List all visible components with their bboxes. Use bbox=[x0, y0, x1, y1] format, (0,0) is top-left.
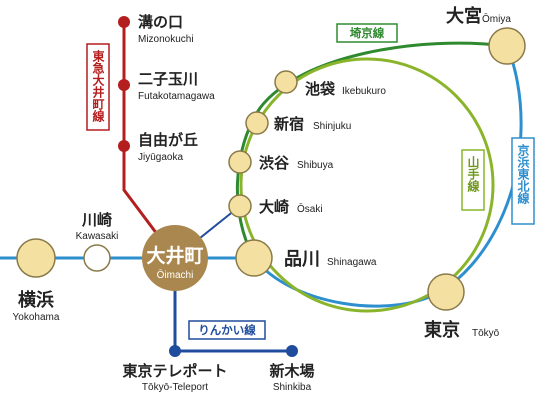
station-name-romaji: Kawasaki bbox=[76, 231, 119, 242]
station-marker bbox=[286, 345, 298, 357]
station-futakotamagawa[interactable]: 二子玉川 Futakotamagawa bbox=[118, 70, 215, 102]
rinkai-line-name: りんかい線 bbox=[198, 323, 256, 337]
station-marker bbox=[427, 273, 465, 311]
station-marker bbox=[118, 16, 130, 28]
station-name-romaji: Mizonokuchi bbox=[138, 34, 194, 45]
station-name-jp: 横浜 bbox=[18, 289, 54, 311]
station-jiyugaoka[interactable]: 自由が丘 Jiyūgaoka bbox=[118, 131, 198, 163]
saikyo-line-label: 埼京線 bbox=[336, 23, 398, 43]
station-shinjuku[interactable]: 新宿 Shinjuku bbox=[245, 111, 351, 135]
station-name-romaji: Shinjuku bbox=[313, 121, 351, 132]
station-name-romaji: Shibuya bbox=[297, 160, 334, 171]
saikyo-line-name: 埼京線 bbox=[350, 26, 385, 40]
station-marker bbox=[228, 194, 252, 218]
station-name-romaji: Ōimachi bbox=[157, 269, 194, 281]
station-oimachi[interactable]: 大井町 Ōimachi bbox=[142, 225, 208, 291]
station-name-romaji: Jiyūgaoka bbox=[138, 152, 183, 163]
hub-marker bbox=[142, 225, 208, 291]
station-marker bbox=[274, 70, 298, 94]
station-name-romaji: Ōmiya bbox=[482, 13, 511, 25]
station-name-jp: 東京 bbox=[424, 319, 460, 341]
station-marker bbox=[235, 239, 273, 277]
station-name-jp: 新木場 bbox=[269, 362, 314, 380]
yamanote-line bbox=[239, 57, 495, 313]
station-kawasaki[interactable]: 川崎 Kawasaki bbox=[76, 211, 119, 272]
station-ikebukuro[interactable]: 池袋 Ikebukuro bbox=[274, 70, 386, 98]
oimachi-line-name: 東急大井町線 bbox=[91, 49, 105, 123]
station-osaki[interactable]: 大崎 Ōsaki bbox=[228, 194, 323, 218]
station-name-romaji: Tōkyō-Teleport bbox=[142, 382, 208, 393]
station-name-jp: 東京テレポート bbox=[122, 362, 227, 380]
station-shibuya[interactable]: 渋谷 Shibuya bbox=[228, 150, 334, 174]
station-marker bbox=[228, 150, 252, 174]
station-name-jp: 自由が丘 bbox=[138, 131, 198, 149]
station-name-romaji: Shinkiba bbox=[273, 382, 312, 393]
yamanote-line-label: 山手線 bbox=[461, 149, 485, 211]
station-name-jp: 川崎 bbox=[81, 211, 112, 229]
keihin-tohoku-line-label: 京浜東北線 bbox=[511, 137, 535, 225]
station-marker bbox=[488, 27, 526, 65]
keihin-tohoku-line-name: 京浜東北線 bbox=[516, 143, 530, 205]
station-marker bbox=[169, 345, 181, 357]
station-tokyo[interactable]: 東京 Tōkyō bbox=[424, 273, 500, 341]
station-shinagawa[interactable]: 品川 Shinagawa bbox=[235, 239, 377, 277]
station-name-jp: 渋谷 bbox=[259, 154, 290, 172]
station-omiya[interactable]: 大宮 Ōmiya bbox=[446, 5, 526, 65]
station-name-jp: 新宿 bbox=[274, 115, 304, 133]
yamanote-line-name: 山手線 bbox=[466, 155, 480, 193]
station-name-romaji: Yokohama bbox=[13, 312, 60, 323]
station-tokyo-teleport[interactable]: 東京テレポート Tōkyō-Teleport bbox=[122, 345, 228, 393]
station-name-romaji: Tōkyō bbox=[472, 328, 500, 339]
station-yokohama[interactable]: 横浜 Yokohama bbox=[13, 238, 60, 323]
station-name-jp: 大崎 bbox=[259, 198, 289, 216]
station-name-romaji: Ikebukuro bbox=[342, 86, 386, 97]
station-marker bbox=[16, 238, 56, 278]
station-shinkiba[interactable]: 新木場 Shinkiba bbox=[269, 345, 315, 393]
station-name-jp: 大宮 bbox=[446, 5, 482, 27]
oimachi-line-label: 東急大井町線 bbox=[86, 43, 110, 131]
station-name-jp: 大井町 bbox=[146, 244, 203, 267]
station-marker bbox=[118, 140, 130, 152]
station-marker bbox=[118, 79, 130, 91]
station-marker bbox=[245, 111, 269, 135]
station-name-romaji: Shinagawa bbox=[327, 257, 377, 268]
station-name-jp: 池袋 bbox=[305, 80, 336, 98]
station-marker bbox=[83, 244, 111, 272]
station-name-jp: 溝の口 bbox=[138, 13, 183, 31]
station-name-romaji: Futakotamagawa bbox=[138, 91, 215, 102]
station-mizonokuchi[interactable]: 溝の口 Mizonokuchi bbox=[118, 13, 194, 45]
station-name-jp: 二子玉川 bbox=[138, 70, 198, 88]
rinkai-line-label: りんかい線 bbox=[188, 320, 266, 340]
station-name-romaji: Ōsaki bbox=[297, 203, 323, 215]
station-name-jp: 品川 bbox=[284, 249, 320, 270]
